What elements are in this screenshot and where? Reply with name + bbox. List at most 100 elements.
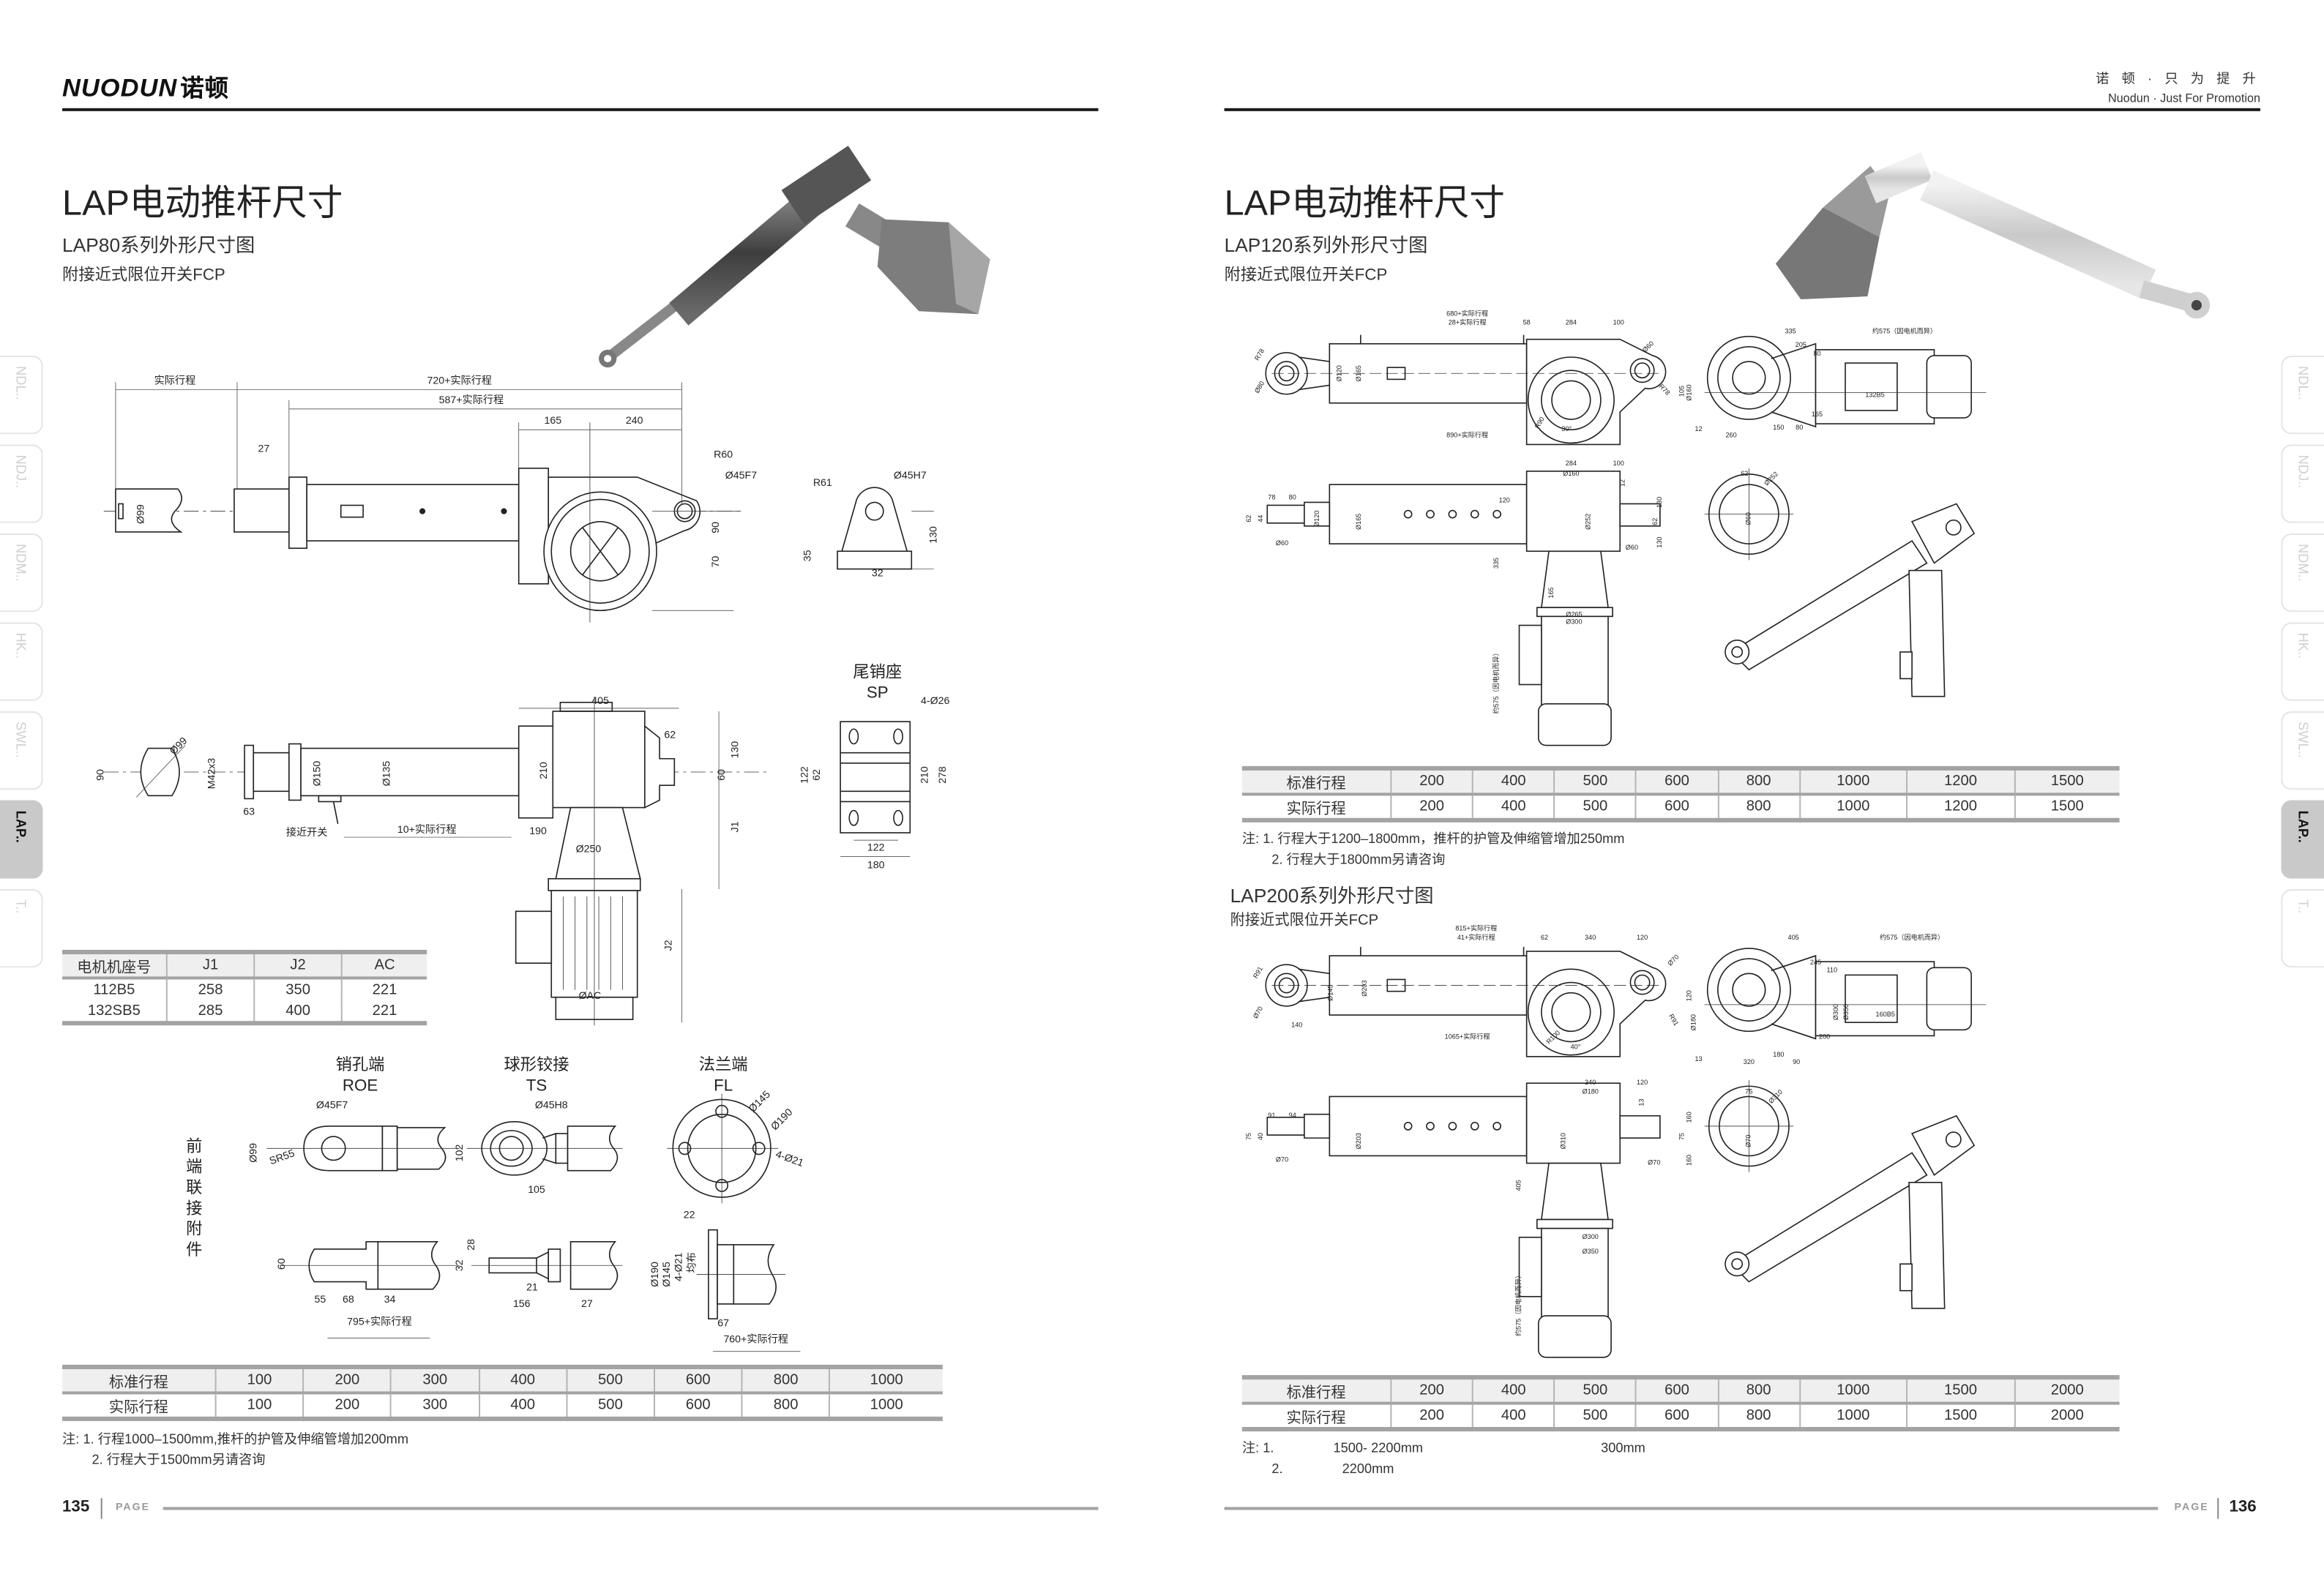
note-item: 1. 行程大于1200–1800mm，推杆的护管及伸缩管增加250mm: [1263, 831, 1625, 847]
dim-label: 62: [1245, 515, 1252, 522]
dim-label: 278: [937, 766, 949, 784]
page-label-right: PAGE: [2174, 1502, 2209, 1513]
side-tab-lap[interactable]: LAP..: [0, 800, 43, 879]
dim-label: 58: [1523, 318, 1531, 326]
side-tab-t[interactable]: T..: [0, 888, 43, 968]
note-item: 2.: [1271, 1461, 1283, 1476]
dim-label: 实际行程: [154, 375, 196, 386]
page-label-left: PAGE: [115, 1502, 151, 1513]
fl-title: 法兰端: [699, 1055, 748, 1074]
dim-label: 405: [591, 695, 609, 707]
dim-label: 68: [343, 1294, 354, 1306]
dim-label: J2: [662, 940, 674, 951]
dim-label: 130: [729, 741, 741, 759]
table-cell: 221: [340, 1000, 427, 1024]
dim-label: 60: [716, 769, 728, 781]
roe-code: ROE: [343, 1076, 378, 1094]
side-tab-label: SWL..: [2295, 722, 2311, 758]
side-tab-ndj[interactable]: NDJ..: [0, 444, 43, 523]
table-cell: 标准行程: [1241, 768, 1391, 796]
table-cell: 1000: [829, 1366, 943, 1395]
dim-label: 130: [1656, 497, 1663, 508]
notes-label: 注:: [62, 1431, 80, 1447]
dim-label: 122: [867, 842, 885, 853]
dim-label: 284: [1566, 460, 1577, 467]
dim-label: 105: [1678, 386, 1685, 397]
side-tab-hk[interactable]: HK..: [0, 622, 43, 701]
subtitle-fcp-right: 附接近式限位开关FCP: [1224, 266, 1388, 285]
dim-label: 62: [1541, 934, 1548, 941]
table-cell: 400: [253, 1000, 342, 1024]
dim-label: 140: [1291, 1021, 1302, 1028]
table-cell: 800: [1716, 768, 1800, 796]
dim-label: 120: [1637, 934, 1648, 941]
subtitle-fcp-left: 附接近式限位开关FCP: [62, 266, 225, 285]
header-rule-left: [62, 108, 1099, 111]
side-tab-lap[interactable]: LAP..: [2281, 800, 2324, 879]
table-cell: 200: [1390, 794, 1473, 820]
side-tab-ndl[interactable]: NDL..: [0, 355, 43, 435]
dim-label: 80: [1289, 493, 1296, 501]
ts-title: 球形铰接: [504, 1055, 569, 1074]
dim-label: 815+实际行程: [1455, 924, 1497, 932]
dim-label: 63: [243, 806, 255, 818]
note-item: 2. 行程大于1500mm另请咨询: [91, 1452, 266, 1467]
logo-text: NUODUN: [62, 74, 178, 102]
side-tab-hk[interactable]: HK..: [2281, 622, 2324, 701]
side-tab-label: T..: [13, 899, 29, 914]
note-item: 1.: [1263, 1440, 1274, 1456]
dim-label: Ø145: [1326, 985, 1334, 1001]
dim-label: 60: [276, 1258, 288, 1270]
dim-label: Ø203: [1361, 980, 1368, 996]
side-tab-ndm[interactable]: NDM..: [0, 533, 43, 613]
table-cell: 300: [390, 1393, 479, 1419]
dim-label: Ø160: [1563, 470, 1579, 477]
sp-code: SP: [867, 683, 889, 702]
table-cell: 350: [253, 978, 342, 1000]
dim-label: Ø265: [1566, 610, 1582, 618]
page-number-left: 135: [62, 1498, 90, 1516]
dim-label: 335: [1785, 328, 1796, 335]
table-cell: 500: [566, 1393, 654, 1419]
dim-label: Ø350: [1842, 1004, 1850, 1020]
slogan: 诺 顿 · 只 为 提 升 Nuodun · Just For Promotio…: [2096, 68, 2260, 105]
accessories-label-char: 件: [186, 1240, 202, 1259]
table-cell: 电机机座号: [62, 951, 167, 980]
footer-divider: [100, 1498, 102, 1519]
side-tab-swl[interactable]: SWL..: [2281, 711, 2324, 790]
dim-label: 94: [1289, 1112, 1296, 1119]
table-cell: 500: [1553, 768, 1637, 796]
dim-label: Ø120: [1313, 511, 1320, 527]
dim-label: 105: [528, 1184, 545, 1196]
dim-label: 890+实际行程: [1446, 430, 1488, 438]
side-tab-t[interactable]: T..: [2281, 888, 2324, 968]
lap200-drawings: [1265, 946, 1987, 1358]
note-item: 1. 行程1000–1500mm,推杆的护管及伸缩管增加200mm: [83, 1431, 409, 1447]
dim-label: 180: [867, 860, 885, 872]
dim-label: 210: [538, 762, 550, 779]
dim-label: 165: [544, 415, 561, 427]
table-cell: 100: [214, 1393, 304, 1419]
dim-label: 335: [1492, 558, 1500, 569]
note-item: 2200mm: [1342, 1461, 1394, 1476]
dim-label: 210: [919, 766, 931, 784]
dim-label: 240: [626, 415, 643, 427]
side-tab-ndm[interactable]: NDM..: [2281, 533, 2324, 613]
side-tab-label: HK..: [2295, 632, 2311, 659]
dim-label: 91: [1268, 1112, 1275, 1119]
footer-rule-right: [1224, 1507, 2159, 1510]
dim-label: R78: [1253, 348, 1266, 362]
dim-label: 约575（因电机而异）: [1880, 933, 1944, 941]
table-cell: 600: [1635, 794, 1718, 820]
dim-label: SR55: [268, 1147, 296, 1167]
side-tab-ndl[interactable]: NDL..: [2281, 355, 2324, 435]
dim-label: 62: [1741, 470, 1748, 477]
dim-label: 110: [1827, 966, 1838, 973]
side-tab-ndj[interactable]: NDJ..: [2281, 444, 2324, 523]
side-tab-swl[interactable]: SWL..: [0, 711, 43, 790]
